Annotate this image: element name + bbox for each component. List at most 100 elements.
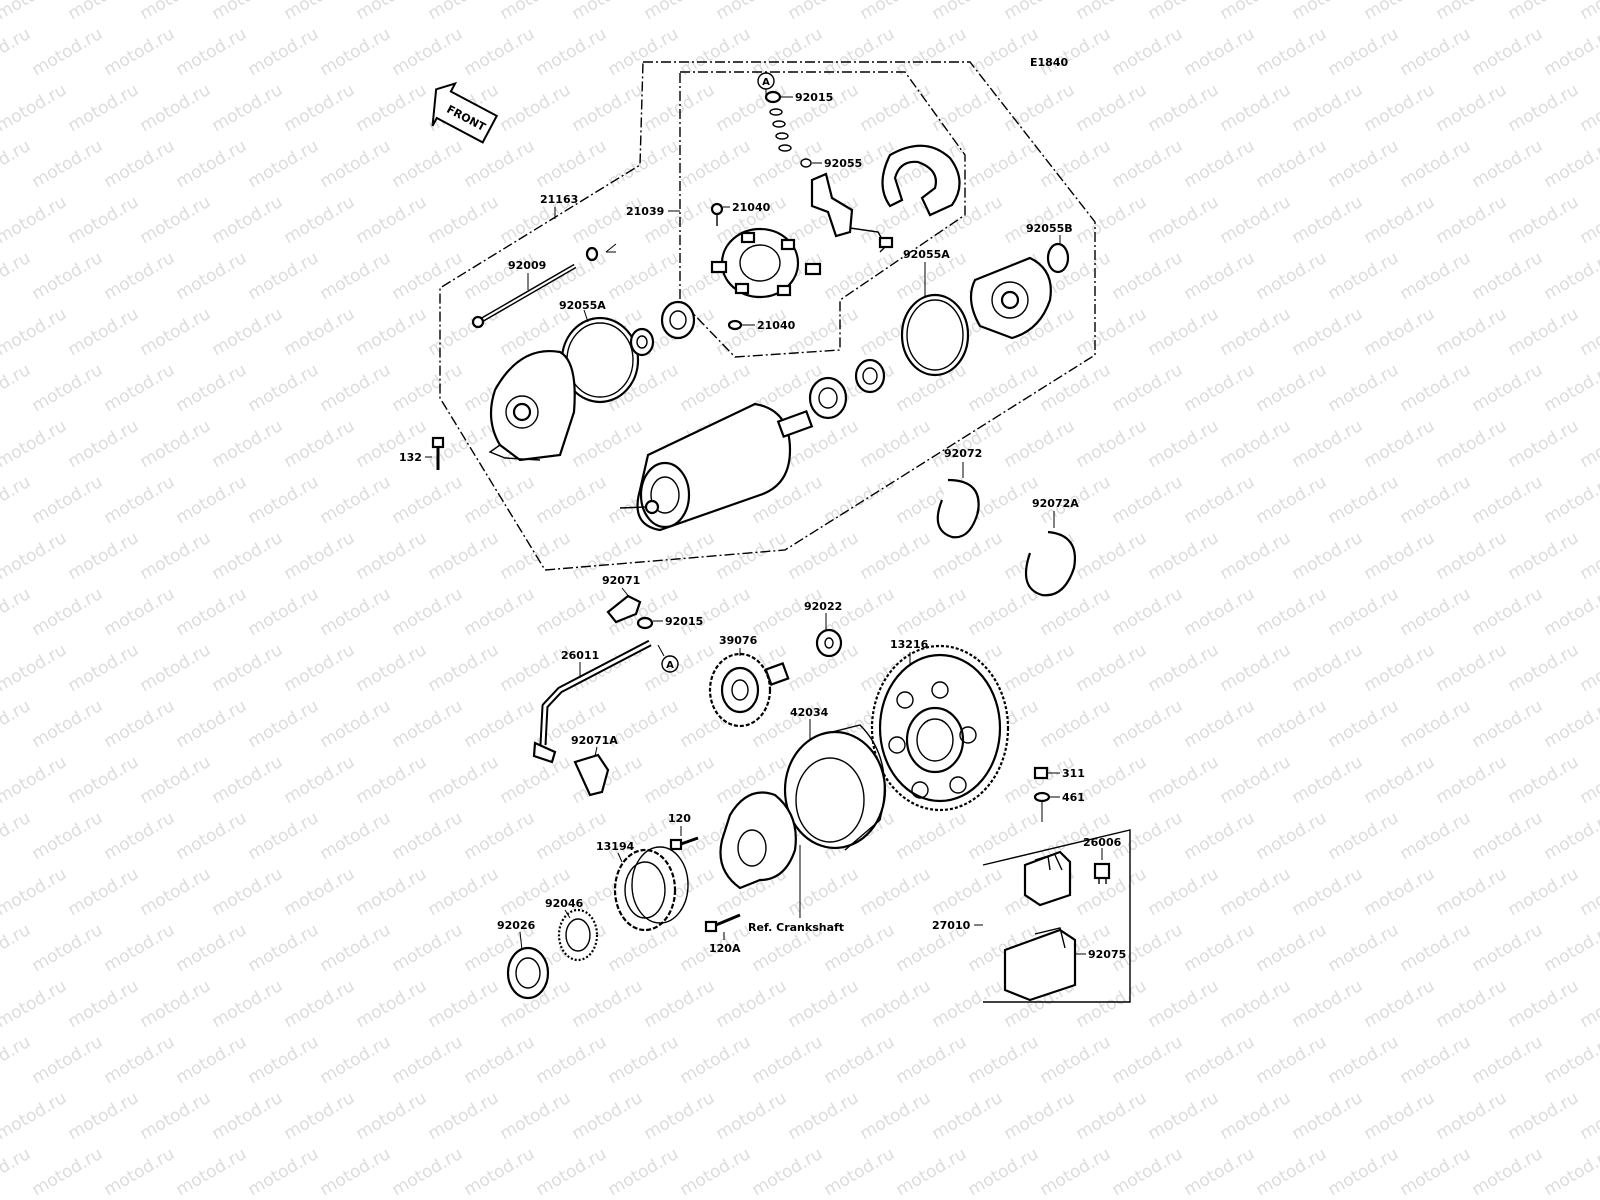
watermark-text: motod.ru	[173, 472, 251, 528]
watermark-text: motod.ru	[1397, 136, 1475, 192]
watermark-text: motod.ru	[353, 640, 431, 696]
watermark-text: motod.ru	[1325, 24, 1403, 80]
watermark-text: motod.ru	[0, 752, 70, 808]
watermark-text: motod.ru	[173, 808, 251, 864]
watermark-text: motod.ru	[713, 528, 791, 584]
watermark-text: motod.ru	[929, 864, 1007, 920]
watermark-text: motod.ru	[0, 920, 34, 976]
watermark-text: motod.ru	[1145, 528, 1223, 584]
watermark-text: motod.ru	[209, 80, 287, 136]
watermark-text: motod.ru	[1397, 248, 1475, 304]
watermark-text: motod.ru	[1397, 584, 1475, 640]
brush-holder-outline	[679, 71, 966, 358]
label-21039: 21039	[626, 205, 664, 218]
watermark-text: motod.ru	[0, 640, 70, 696]
watermark-text: motod.ru	[173, 1144, 251, 1200]
watermark-text: motod.ru	[173, 1032, 251, 1088]
watermark-text: motod.ru	[101, 136, 179, 192]
watermark-text: motod.ru	[1505, 528, 1583, 584]
watermark-text: motod.ru	[425, 640, 503, 696]
watermark-text: motod.ru	[0, 360, 34, 416]
watermark-text: motod.ru	[245, 920, 323, 976]
watermark-text: motod.ru	[497, 80, 575, 136]
watermark-text: motod.ru	[497, 528, 575, 584]
flywheel-gear-13216	[870, 644, 1010, 812]
watermark-text: motod.ru	[929, 528, 1007, 584]
watermark-text: motod.ru	[713, 1088, 791, 1144]
reference-note: Ref. Crankshaft	[748, 921, 844, 934]
watermark-text: motod.ru	[821, 1032, 899, 1088]
watermark-text: motod.ru	[29, 1144, 107, 1200]
watermark-text: motod.ru	[317, 696, 395, 752]
watermark-text: motod.ru	[713, 0, 791, 24]
watermark-text: motod.ru	[281, 304, 359, 360]
watermark-text: motod.ru	[1181, 360, 1259, 416]
watermark-text: motod.ru	[209, 752, 287, 808]
watermark-text: motod.ru	[101, 1032, 179, 1088]
watermark-text: motod.ru	[137, 0, 215, 24]
watermark-text: motod.ru	[1289, 0, 1367, 24]
watermark-text: motod.ru	[677, 1144, 755, 1200]
watermark-text: motod.ru	[893, 1144, 971, 1200]
watermark-text: motod.ru	[533, 1032, 611, 1088]
watermark-text: motod.ru	[209, 0, 287, 24]
watermark-text: motod.ru	[65, 864, 143, 920]
watermark-text: motod.ru	[1145, 304, 1223, 360]
end-cover-rear	[969, 256, 1052, 340]
watermark-text: motod.ru	[1361, 1088, 1439, 1144]
watermark-text: motod.ru	[1469, 1032, 1547, 1088]
washer-461	[1033, 791, 1051, 803]
watermark-text: motod.ru	[0, 0, 70, 24]
watermark-text: motod.ru	[893, 808, 971, 864]
watermark-text: motod.ru	[929, 416, 1007, 472]
watermark-text: motod.ru	[1253, 360, 1331, 416]
watermark-text: motod.ru	[425, 1088, 503, 1144]
watermark-text: motod.ru	[137, 640, 215, 696]
o-ring-92055	[800, 158, 812, 168]
label-21040-top: 21040	[732, 201, 771, 214]
watermark-text: motod.ru	[1073, 80, 1151, 136]
watermark-text: motod.ru	[137, 416, 215, 472]
watermark-text: motod.ru	[1001, 0, 1079, 24]
watermark-text: motod.ru	[749, 1144, 827, 1200]
label-92015-top: 92015	[795, 91, 833, 104]
label-26006: 26006	[1083, 836, 1122, 849]
label-92072: 92072	[944, 447, 982, 460]
watermark-text: motod.ru	[929, 976, 1007, 1032]
watermark-text: motod.ru	[137, 976, 215, 1032]
watermark-text: motod.ru	[929, 80, 1007, 136]
watermark-text: motod.ru	[353, 80, 431, 136]
watermark-text: motod.ru	[209, 1088, 287, 1144]
nut-92015-bottom	[636, 616, 654, 630]
label-92009: 92009	[508, 259, 546, 272]
watermark-text: motod.ru	[245, 808, 323, 864]
watermark-text: motod.ru	[209, 416, 287, 472]
watermark-text: motod.ru	[1577, 0, 1600, 24]
watermark-text: motod.ru	[1073, 416, 1151, 472]
watermark-text: motod.ru	[857, 864, 935, 920]
watermark-text: motod.ru	[1505, 0, 1583, 24]
watermark-text: motod.ru	[965, 1144, 1043, 1200]
watermark-text: motod.ru	[1289, 304, 1367, 360]
yoke-cap	[881, 144, 961, 217]
watermark-text: motod.ru	[857, 0, 935, 24]
watermark-text: motod.ru	[65, 1088, 143, 1144]
watermark-text: motod.ru	[1073, 864, 1151, 920]
watermark-text: motod.ru	[1037, 1144, 1115, 1200]
watermark-text: motod.ru	[173, 920, 251, 976]
watermark-text: motod.ru	[1253, 808, 1331, 864]
watermark-text: motod.ru	[1469, 696, 1547, 752]
watermark-text: motod.ru	[1361, 80, 1439, 136]
watermark-text: motod.ru	[281, 528, 359, 584]
fuse-26006	[1093, 862, 1111, 884]
watermark-text: motod.ru	[1253, 696, 1331, 752]
watermark-text: motod.ru	[1541, 808, 1600, 864]
watermark-text: motod.ru	[1577, 1088, 1600, 1144]
watermark-text: motod.ru	[353, 976, 431, 1032]
watermark-text: motod.ru	[425, 0, 503, 24]
watermark-text: motod.ru	[533, 24, 611, 80]
one-way-clutch-hub	[719, 791, 797, 890]
watermark-text: motod.ru	[245, 1032, 323, 1088]
watermark-text: motod.ru	[137, 1088, 215, 1144]
watermark-text: motod.ru	[1145, 752, 1223, 808]
